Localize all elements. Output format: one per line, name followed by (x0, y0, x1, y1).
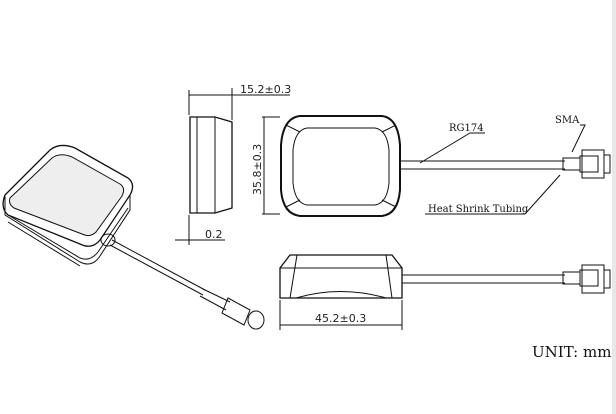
dim-length: 45.2±0.3 (315, 312, 366, 325)
dim-gap: 0.2 (205, 228, 223, 241)
unit-label: UNIT: mm (532, 343, 611, 361)
antenna-top-view (280, 115, 611, 217)
antenna-side-view (175, 88, 290, 245)
dim-height: 15.2±0.3 (240, 83, 291, 96)
label-cable: RG174 (449, 123, 484, 134)
antenna-3d-view (2, 144, 265, 330)
antenna-front-view (279, 254, 611, 330)
label-sleeve: Heat Shrink Tubing (428, 204, 529, 215)
dim-width: 35.8±0.3 (251, 144, 264, 195)
scrollbar-edge (612, 0, 616, 414)
label-connector: SMA (555, 115, 580, 126)
